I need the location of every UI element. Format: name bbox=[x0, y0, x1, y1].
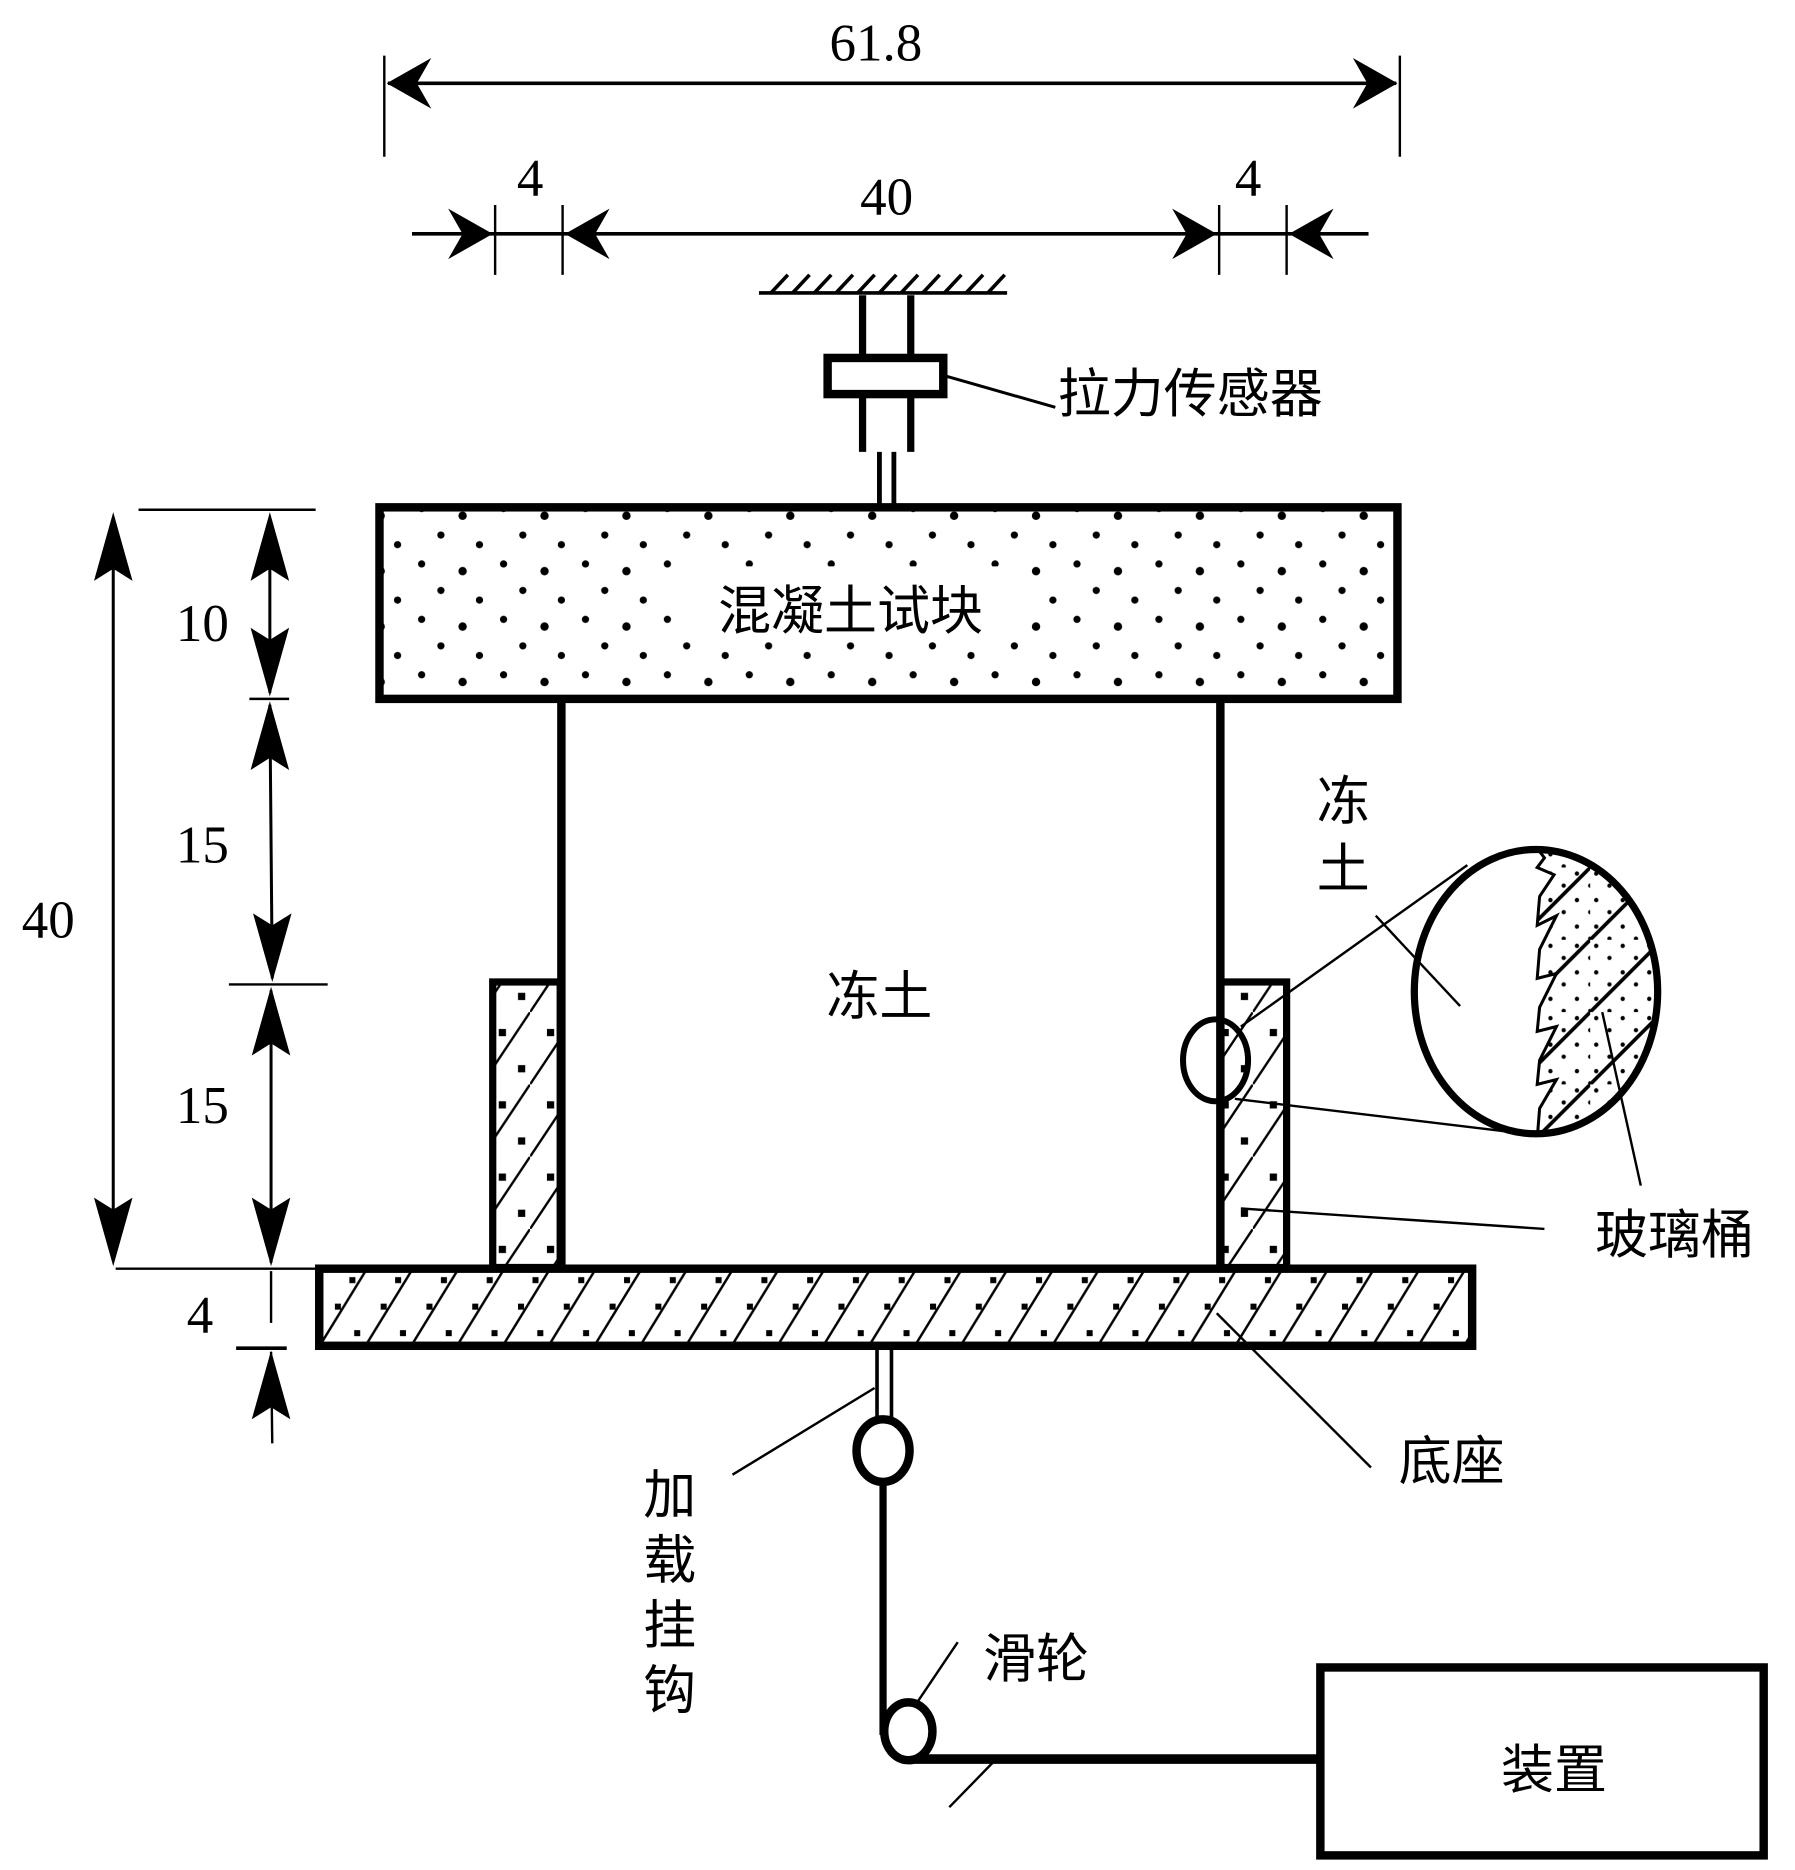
fixed-support bbox=[758, 273, 1008, 295]
glass-barrel-left-wall bbox=[489, 978, 564, 1272]
base-thickness-label: 4 bbox=[187, 1287, 214, 1345]
frozen-soil-callout-label-1: 冻 bbox=[1317, 771, 1370, 832]
concrete-block bbox=[375, 503, 1402, 704]
frozen-soil-callout-label-2: 土 bbox=[1317, 839, 1370, 900]
pulley bbox=[880, 1641, 998, 1809]
upper-soil-height-label: 15 bbox=[176, 817, 229, 875]
loading-hook-label-char: 钩 bbox=[643, 1660, 696, 1721]
device-label: 装置 bbox=[1501, 1740, 1607, 1801]
tension-sensor bbox=[823, 295, 1056, 507]
pulley-label: 滑轮 bbox=[983, 1629, 1089, 1690]
loading-hook-label-char: 加 bbox=[643, 1465, 696, 1526]
left-wall-width-label: 4 bbox=[517, 149, 544, 207]
loading-hook-label-char: 挂 bbox=[643, 1595, 696, 1656]
loading-hook-label: 加 载 挂 钩 bbox=[643, 1465, 696, 1721]
base-leader-line bbox=[1215, 1312, 1372, 1469]
concrete-block-label: 混凝土试块 bbox=[718, 581, 983, 642]
tension-sensor-label: 拉力传感器 bbox=[1058, 364, 1323, 425]
overall-width-label: 61.8 bbox=[829, 14, 922, 72]
right-wall-width-label: 4 bbox=[1235, 149, 1261, 207]
rope bbox=[879, 1481, 1318, 1764]
frozen-soil-label: 冻土 bbox=[826, 967, 932, 1028]
vertical-dimensions: 40 10 15 15 4 bbox=[22, 508, 328, 1444]
overall-width-dimension: 61.8 bbox=[383, 14, 1402, 157]
loading-hook bbox=[731, 1348, 914, 1487]
inner-width-dimensions: 4 40 4 bbox=[412, 149, 1369, 275]
concrete-height-label: 10 bbox=[176, 595, 229, 653]
inner-width-label: 40 bbox=[860, 169, 913, 227]
total-height-label: 40 bbox=[22, 891, 75, 949]
device-box bbox=[1316, 1663, 1768, 1860]
glass-barrel-label: 玻璃桶 bbox=[1595, 1205, 1754, 1266]
lower-soil-height-label: 15 bbox=[176, 1077, 229, 1135]
loading-hook-label-char: 载 bbox=[643, 1530, 696, 1591]
base-plate bbox=[315, 1264, 1477, 1351]
base-label: 底座 bbox=[1399, 1432, 1505, 1493]
